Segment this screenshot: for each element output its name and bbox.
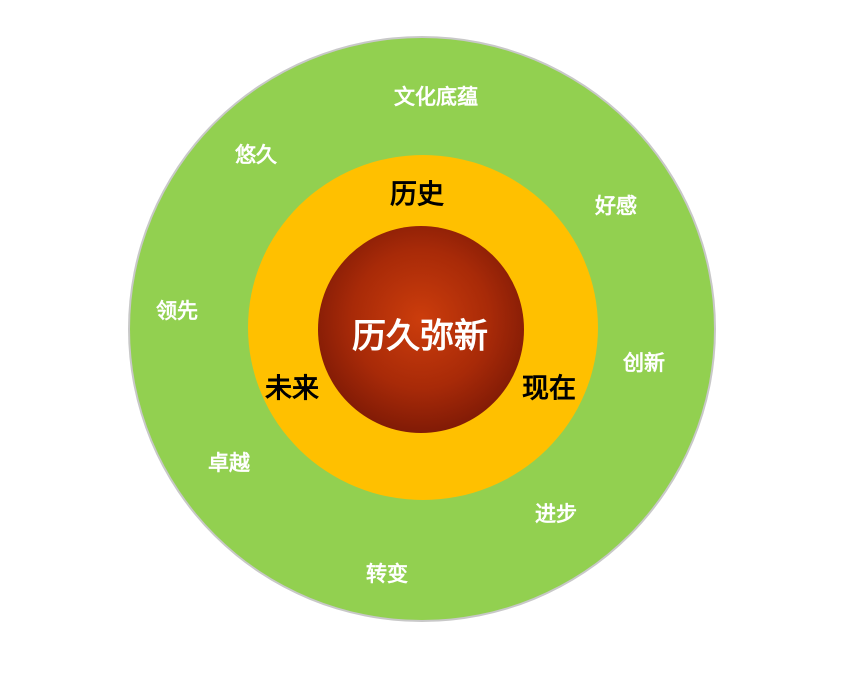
core-circle	[318, 226, 524, 433]
outer-label-excellence: 卓越	[208, 451, 250, 475]
middle-label-history: 历史	[390, 179, 444, 211]
outer-label-leading: 领先	[156, 299, 198, 323]
outer-label-progress: 进步	[535, 502, 577, 526]
middle-label-future: 未来	[265, 373, 319, 405]
outer-label-culture: 文化底蕴	[394, 85, 478, 109]
middle-label-present: 现在	[522, 373, 576, 405]
core-label: 历久弥新	[352, 316, 488, 357]
outer-label-longstanding: 悠久	[235, 143, 277, 167]
outer-label-change: 转变	[366, 562, 408, 586]
outer-label-innovation: 创新	[623, 351, 665, 375]
outer-label-favor: 好感	[595, 194, 637, 218]
